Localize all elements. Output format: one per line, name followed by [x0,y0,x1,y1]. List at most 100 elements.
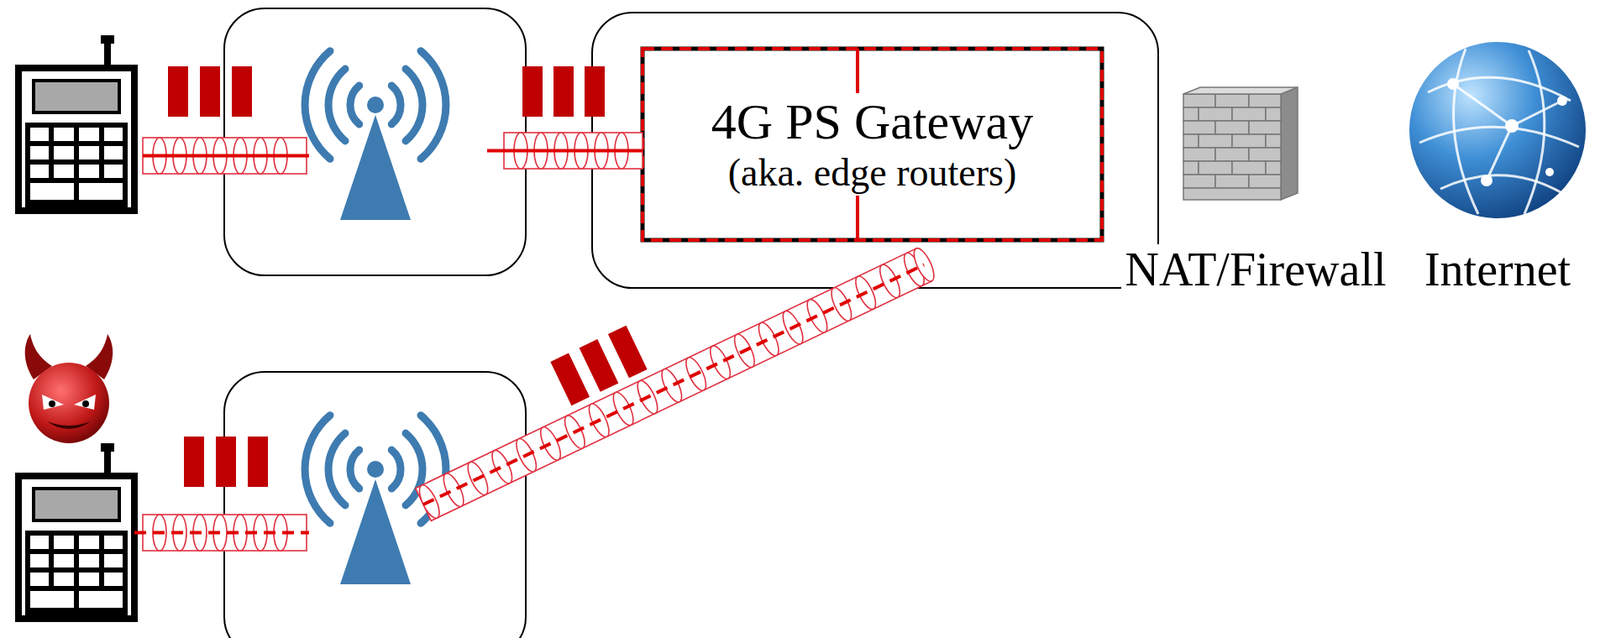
tunnel-tube [755,320,783,359]
firewall-icon [1183,174,1216,189]
firewall-icon [1232,107,1266,121]
tunnel-tube [423,264,924,505]
node-subtitle: (aka. edge routers) [723,151,1023,196]
internet-globe [1440,175,1563,194]
firewall-icon [1183,147,1216,162]
firewall-icon [1183,134,1199,148]
tunnel-tube [415,248,933,521]
firewall-icon [1183,107,1199,121]
packet-bars [167,66,252,117]
tunnel-tube [391,195,939,522]
gateway-outline [642,48,1102,241]
internet-globe [1447,78,1459,90]
internet-globe [1409,41,1586,219]
gateway-outline [642,48,1102,241]
antenna-icon [304,415,446,585]
internet-globe [1524,50,1545,215]
firewall-label: NAT/Firewall [1121,244,1390,297]
packet-bars [247,436,268,488]
tunnel-tube [134,531,310,536]
internet-globe [1427,77,1571,101]
internet-globe [1419,126,1580,147]
packet-bars [584,66,605,117]
firewall-icon [1183,188,1281,200]
firewall-icon [1248,147,1281,162]
packet-bars [199,66,221,117]
tunnel-tube [487,447,516,487]
internet-globe [1409,41,1586,219]
firewall-icon [1248,120,1281,135]
tunnel-tube [440,471,468,510]
tunnel-tube [487,149,643,153]
packet-bars [183,436,268,488]
firewall-icon [1183,120,1216,135]
internet-globe [1505,119,1519,133]
tunnel-tube [142,514,307,551]
phone-icon [15,443,138,623]
attacker-icon [47,421,91,430]
firewall-icon [1280,87,1298,200]
firewall-icon [1198,107,1233,121]
tunnel-tube [608,325,648,379]
firewall-icon [1183,94,1281,200]
tunnel-tube [910,246,939,285]
firewall-icon [1248,174,1281,189]
firewall-icon [1215,147,1249,162]
internet-globe [1453,83,1563,126]
tunnel-tube [142,137,310,174]
internet-globe [1480,174,1493,187]
packet-bars [522,66,605,117]
tunnel-tube [487,132,643,169]
tunnel-tube [657,366,686,405]
attacker-icon [48,400,56,408]
tunnel-tube [142,154,310,158]
base-station-box [224,372,526,638]
tunnel-tube [706,343,735,383]
attacker-icon [82,400,90,408]
attacker-icon [41,394,64,410]
tunnel-tube [550,325,647,407]
firewall-icon [1183,94,1216,108]
firewall-icon [1183,87,1298,95]
firewall-icon [1183,161,1199,175]
tunnel-tube [536,424,565,464]
phone-icon [15,35,138,215]
firewall-icon [1232,161,1266,175]
internet-label: Internet [1421,244,1574,297]
firewall-icon [1265,134,1281,148]
internet-globe [1447,78,1568,187]
internet-globe [1453,48,1479,215]
firewall-icon [1265,107,1281,121]
internet-globe [1486,125,1512,181]
internet-globe [1557,95,1568,106]
packet-bars [215,436,237,488]
packet-bars [183,436,205,488]
tunnel-tube [550,353,590,407]
core-network-box [592,12,1159,289]
firewall-icon [1248,94,1281,108]
firewall-icon [1232,134,1266,148]
firewall-icon [1215,94,1249,108]
firewall-icon [1198,161,1233,175]
tunnel-tube [134,514,310,551]
internet-globe [1545,167,1554,177]
packet-bars [167,66,189,117]
firewall-icon [1183,87,1298,200]
antenna-icon [304,51,446,221]
node-title: 4G PS Gateway [706,93,1039,152]
firewall-icon [1265,161,1281,175]
firewall-icon [1215,174,1249,189]
packet-bars [231,66,252,117]
internet-globe [1419,48,1580,215]
firewall-icon [1215,120,1249,135]
gateway-box: 4G PS Gateway(aka. edge routers) [642,48,1102,241]
gateway-outline [642,48,1102,241]
tunnel-tube [415,246,939,522]
attacker-icon [25,334,114,444]
tunnel-tube [579,339,620,393]
attacker-icon [73,394,96,410]
packet-bars [522,66,543,117]
attacker-icon [28,362,110,444]
firewall-icon [1198,134,1233,148]
